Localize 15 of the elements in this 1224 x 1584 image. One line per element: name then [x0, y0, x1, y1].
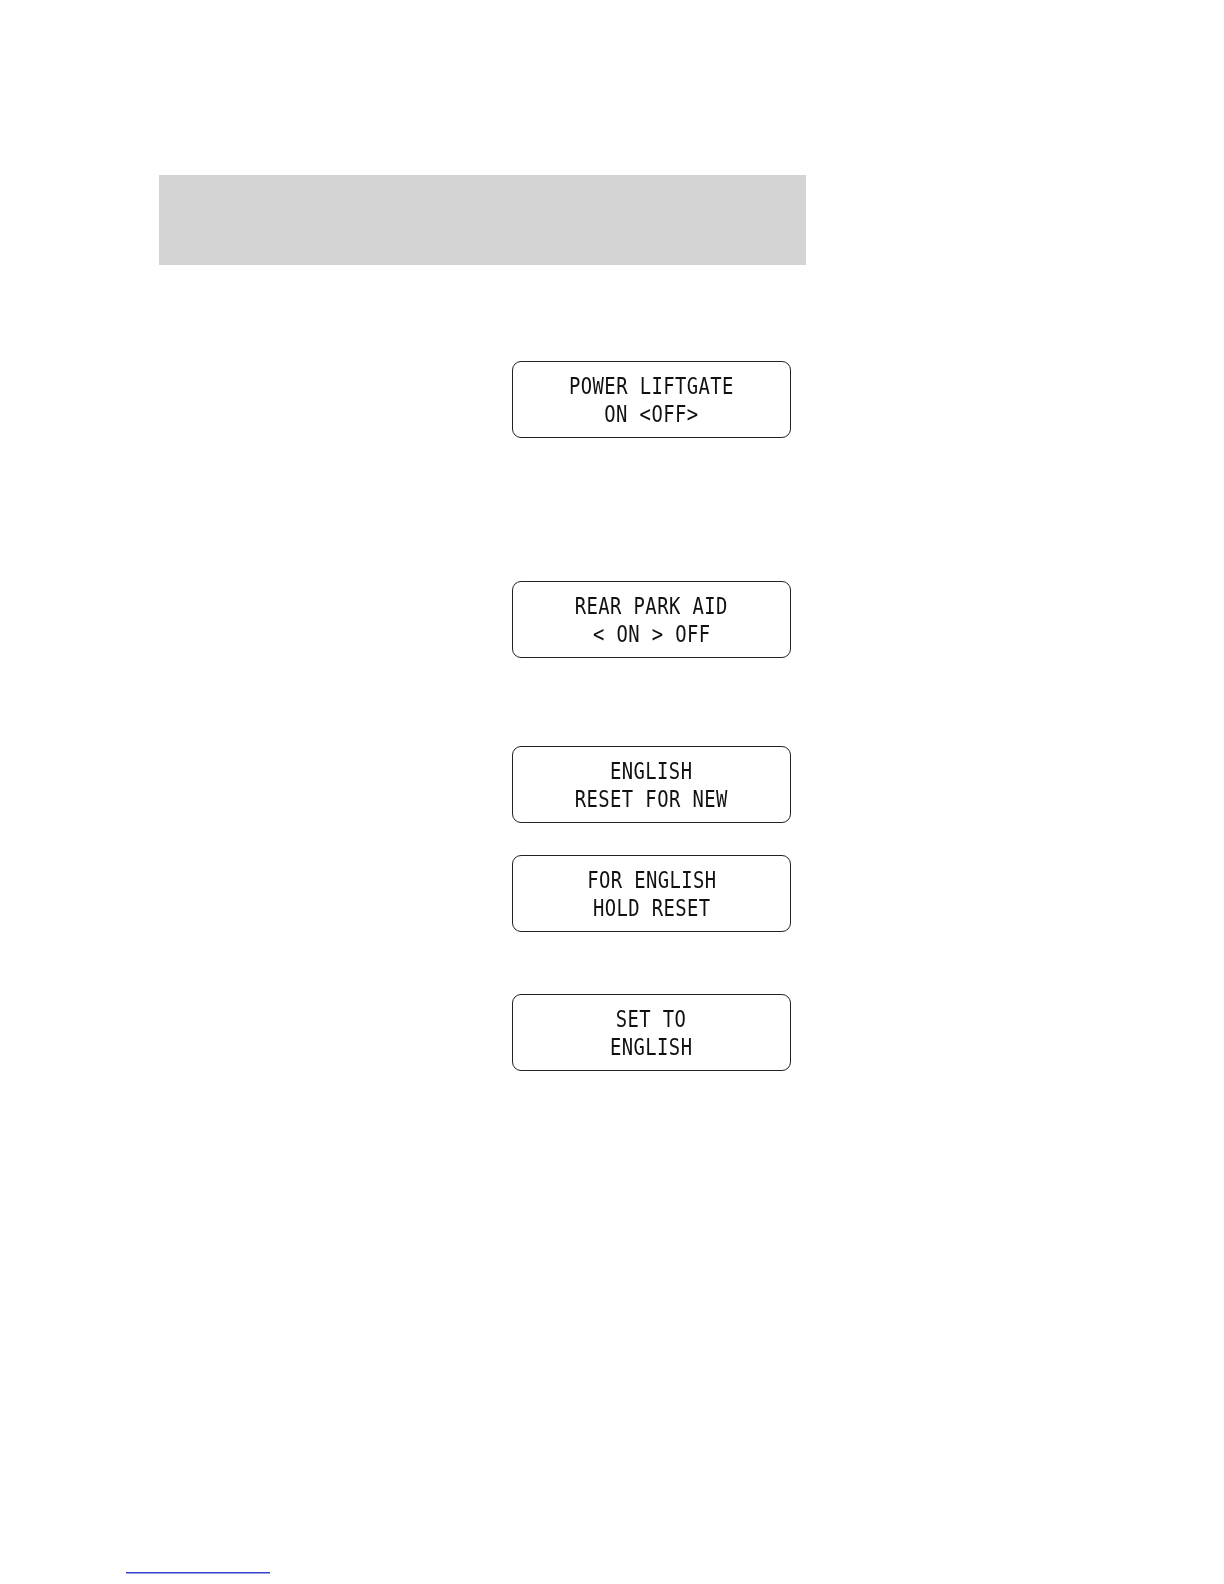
display-screen — [512, 855, 791, 932]
display-screen — [512, 994, 791, 1071]
display-text: < ON > OFF — [592, 619, 711, 648]
display-text: POWER LIFTGATE — [569, 371, 734, 400]
display-screen — [512, 361, 791, 438]
display-text: HOLD RESET — [592, 893, 711, 922]
display-screen — [512, 746, 791, 823]
display-screen — [512, 581, 791, 658]
display-text: REAR PARK AID — [575, 591, 728, 620]
display-text: RESET FOR NEW — [575, 784, 728, 813]
display-text: FOR ENGLISH — [586, 865, 717, 894]
display-text: ENGLISH — [610, 1032, 693, 1061]
display-text: ENGLISH — [610, 756, 693, 785]
display-text: SET TO — [616, 1004, 687, 1033]
display-text: ON <OFF> — [604, 399, 699, 428]
